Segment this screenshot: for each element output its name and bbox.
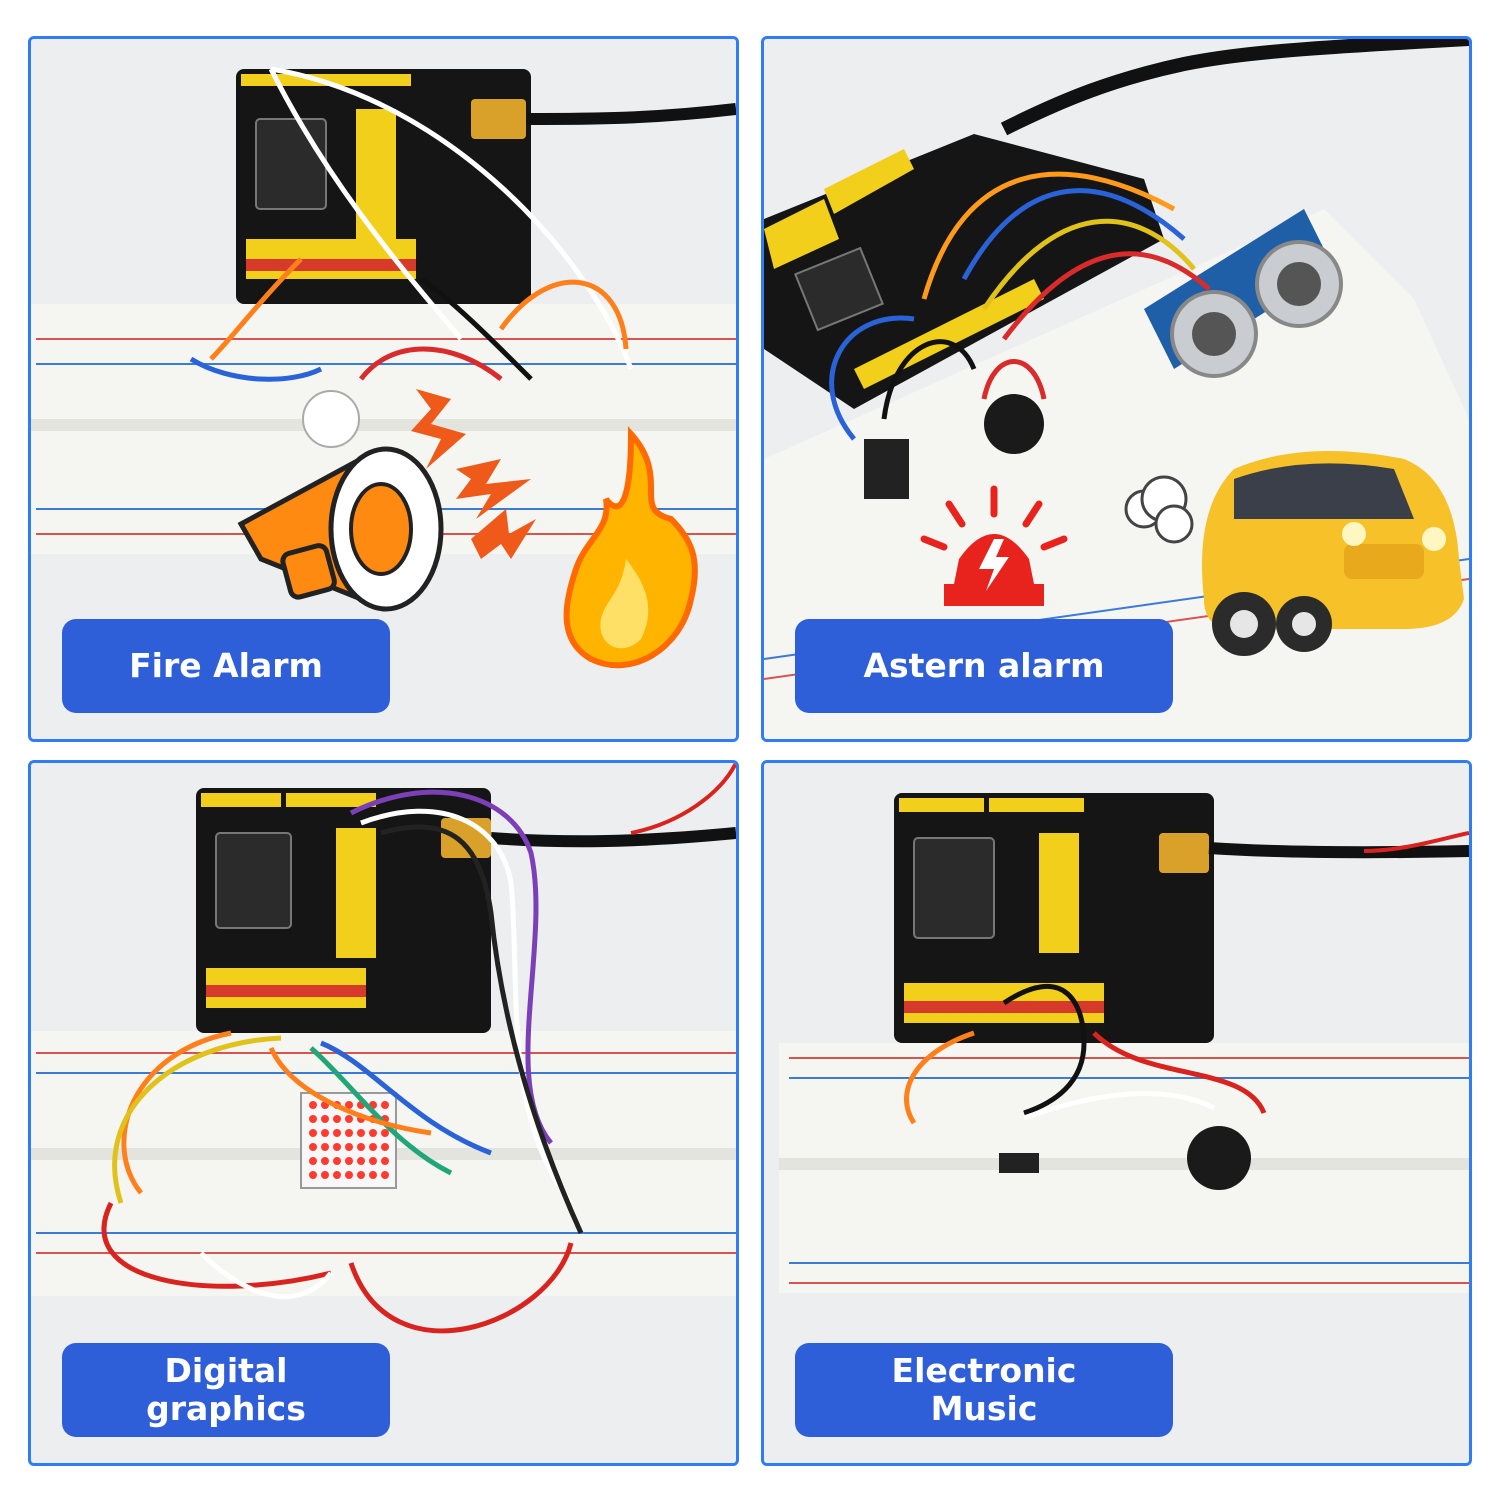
breadboard [779,1043,1469,1293]
electronic-music-panel: Electronic Music [761,760,1472,1466]
electronic-music-label: Electronic Music [795,1343,1173,1437]
flame-icon [563,426,698,669]
digital-graphics-panel: Digital graphics [28,760,739,1466]
digital-graphics-label-text: Digital graphics [146,1351,306,1428]
jumper-wires [829,171,1211,441]
led-matrix [300,1092,397,1189]
astern-alarm-label-text: Astern alarm [863,646,1105,685]
megaphone-icon [237,446,444,612]
electronic-music-label-line-2: Music [930,1389,1038,1428]
car-icon [1202,451,1464,656]
buzzer [1187,1126,1251,1190]
transistor [999,1153,1039,1173]
jumper-wires [904,983,1267,1125]
fire-alarm-label-text: Fire Alarm [129,646,323,685]
fire-alarm-photo [31,39,736,739]
jumper-wires [189,66,634,382]
fire-alarm-label: Fire Alarm [62,619,390,713]
electronic-music-label-line-1: Electronic [891,1351,1077,1390]
digital-graphics-label: Digital graphics [62,1343,390,1437]
electronic-music-label-text: Electronic Music [892,1352,1077,1428]
esp32-board [196,788,491,1033]
lightning-icon [411,389,536,559]
astern-alarm-panel: Astern alarm [761,36,1472,742]
jumper-wires [101,789,584,1334]
esp32-board [764,134,1164,409]
exhaust-cloud-icon [1124,475,1194,544]
siren-icon [920,485,1068,606]
buzzer [302,390,360,448]
astern-alarm-label: Astern alarm [795,619,1173,713]
esp32-board [894,793,1214,1043]
ultrasonic-sensor [1144,209,1343,378]
fire-alarm-panel: Fire Alarm [28,36,739,742]
transistor [864,439,909,499]
buzzer [984,394,1044,454]
